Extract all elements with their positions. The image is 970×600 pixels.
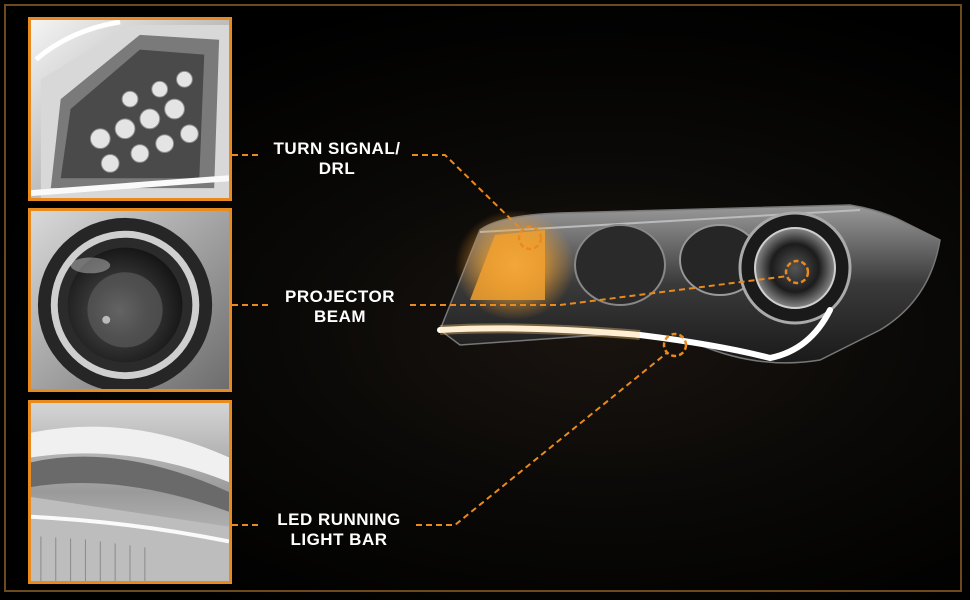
led-bar-target-marker xyxy=(662,332,688,358)
projector-detail-image xyxy=(28,208,232,392)
led-bar-label-line1: LED RUNNING xyxy=(277,510,401,529)
turn-signal-label-line1: TURN SIGNAL/ xyxy=(273,139,401,158)
projector-callout-label: PROJECTOR BEAM xyxy=(270,287,410,327)
turn-signal-callout-label: TURN SIGNAL/ DRL xyxy=(262,139,412,179)
turn-signal-line-right xyxy=(412,154,523,231)
projector-label-line2: BEAM xyxy=(313,307,367,326)
projector-label-line1: PROJECTOR xyxy=(285,287,395,306)
led-bar-label-line2: LIGHT BAR xyxy=(290,530,388,549)
projector-target-marker xyxy=(784,259,810,285)
projector-line-right xyxy=(410,275,789,306)
turn-signal-detail-image xyxy=(28,17,232,201)
headlight-housing xyxy=(437,204,941,364)
led-bar-callout-label: LED RUNNING LIGHT BAR xyxy=(264,510,414,550)
turn-signal-target-marker xyxy=(517,225,543,251)
turn-signal-label-line2: DRL xyxy=(318,159,356,178)
led-light-bar-detail-image xyxy=(28,400,232,584)
led-bar-line-right xyxy=(416,351,669,526)
